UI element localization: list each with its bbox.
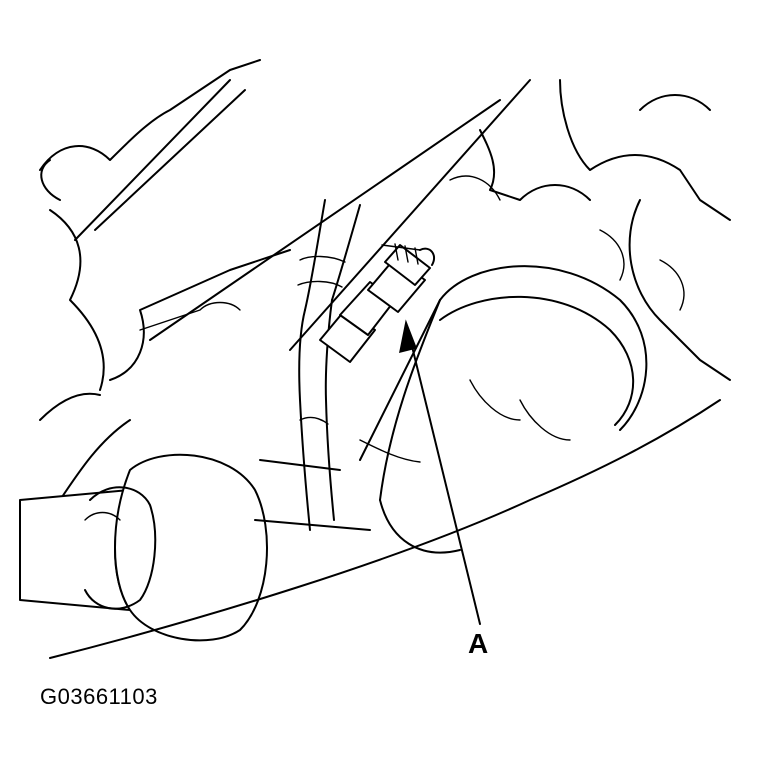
callout-label-a: A [468,628,489,659]
engine-block-outline [39,59,291,501]
engine-right-outline [449,79,731,381]
subframe [49,399,721,659]
frame-edges [149,79,531,461]
callout-leader [399,319,481,625]
figure-code: G03661103 [40,684,158,709]
engine-mount [19,453,268,642]
hoses [297,199,361,531]
sensor-part-a [319,243,436,363]
oil-filter [379,265,648,554]
